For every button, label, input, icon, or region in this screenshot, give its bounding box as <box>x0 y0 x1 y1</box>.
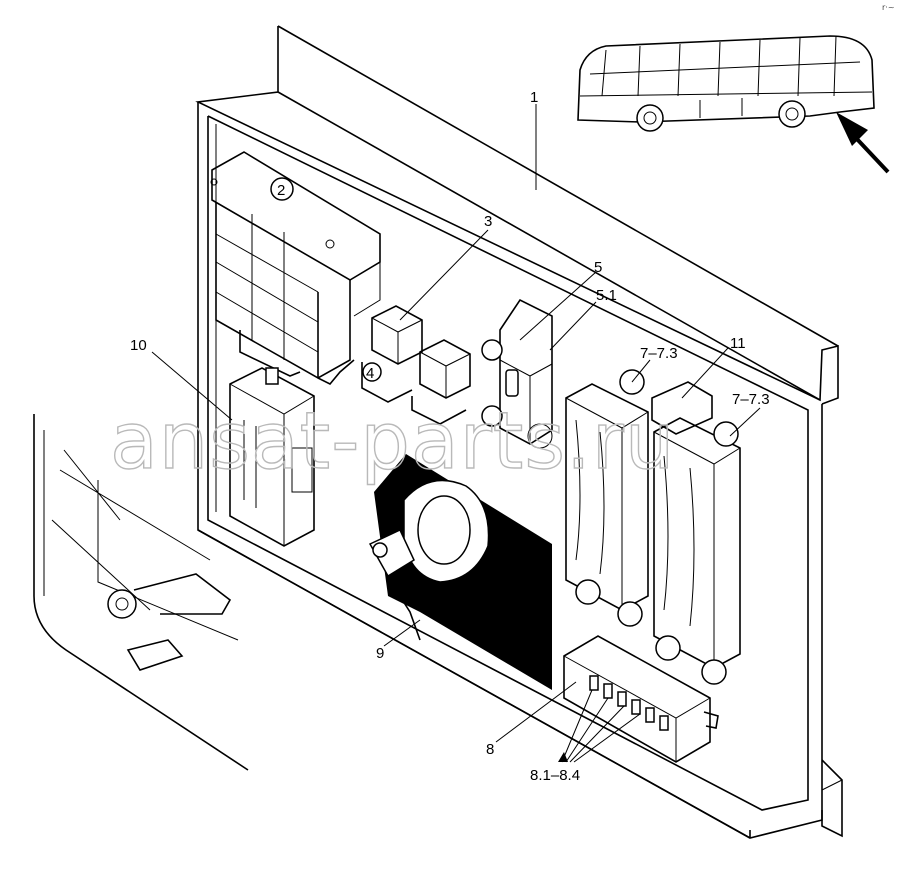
relay-4 <box>411 339 471 425</box>
callout-8: 8 <box>486 741 494 758</box>
callout-11: 11 <box>730 335 746 352</box>
connector-strip-10 <box>229 367 315 547</box>
fuse-strip-8 <box>563 635 719 763</box>
callout-10: 10 <box>130 337 147 354</box>
side-panel-lock <box>33 414 249 771</box>
callout-3: 3 <box>484 213 492 230</box>
fuse-block-7-right <box>653 417 741 685</box>
corner-mark: r·~ <box>882 3 895 12</box>
callout-7-7-3-b: 7–7.3 <box>732 391 770 408</box>
bus-thumbnail <box>577 35 875 132</box>
callout-7-7-3-a: 7–7.3 <box>640 345 678 362</box>
callout-2: 2 <box>277 182 285 199</box>
fuse-block-7-left <box>565 369 649 627</box>
callout-labels: 1 2 3 4 5 5.1 7–7.3 11 7–7.3 10 9 8 8.1–… <box>130 89 770 784</box>
callout-1: 1 <box>530 89 538 106</box>
main-switch-9 <box>368 454 552 690</box>
callout-8-1-8-4: 8.1–8.4 <box>530 767 580 784</box>
terminal-11 <box>651 381 713 435</box>
callout-4: 4 <box>366 365 374 382</box>
callout-5-1: 5.1 <box>596 287 617 304</box>
watermark: ansat-parts.ru <box>110 397 675 487</box>
callout-9: 9 <box>376 645 384 662</box>
callout-5: 5 <box>594 259 602 276</box>
leader-lines <box>151 104 761 763</box>
view-arrow-icon <box>836 112 890 174</box>
control-unit-2 <box>210 151 381 385</box>
fuse-holder-5 <box>481 298 553 449</box>
relay-3 <box>361 305 423 403</box>
